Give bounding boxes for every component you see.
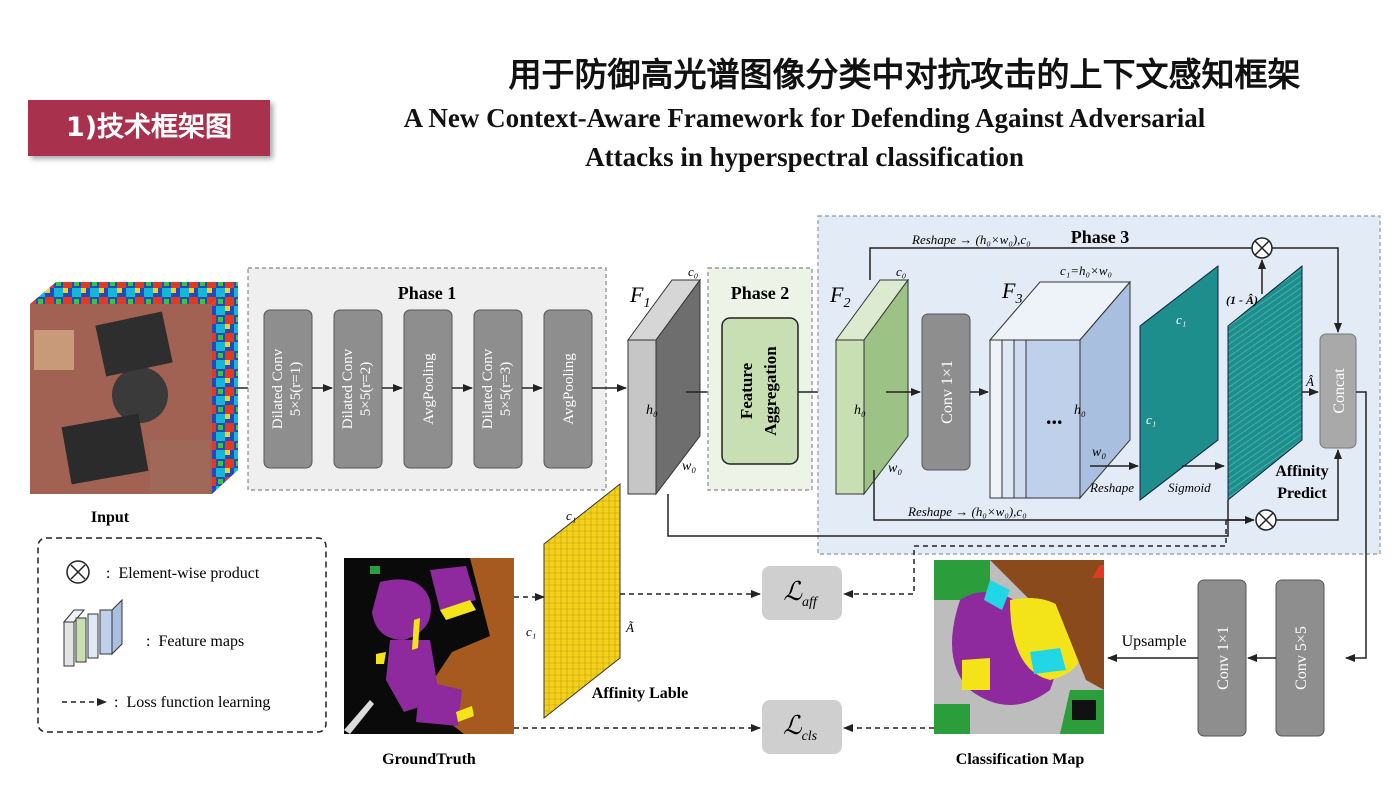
concat-label: Concat: [1331, 368, 1348, 414]
conv1x1-up-label: Conv 1×1: [1215, 626, 1232, 690]
legend-feature-maps-text: :Feature maps: [146, 633, 244, 650]
affinity-predict-line2: Predict: [1277, 485, 1327, 502]
one-minus-a-label: (1 - Â): [1226, 293, 1258, 307]
phase1-block-3-line1: AvgPooling: [421, 353, 437, 425]
legend-product-text: :Element-wise product: [106, 565, 260, 582]
affinity-label-map: [543, 482, 621, 720]
classification-map-label: Classification Map: [956, 751, 1085, 768]
classification-map: [934, 560, 1104, 734]
legend-loss-text: :Loss function learning: [114, 694, 270, 711]
loss-aff-text: ℒaff: [783, 577, 819, 610]
input-label: Input: [91, 509, 130, 526]
teal-c1-left: c₁: [1146, 412, 1156, 427]
legend-box: [37, 537, 327, 733]
feature-aggregation-line1: Feature: [737, 362, 756, 419]
loss-cls-box: ℒcls: [762, 700, 842, 754]
phase1-block-1: Dilated Conv 5×5(r=1): [263, 309, 313, 469]
affinity-label-a-tilde: Ã: [625, 620, 634, 635]
phase1-block-2: Dilated Conv 5×5(r=2): [333, 309, 383, 469]
a-hat-label: Â: [1305, 374, 1314, 389]
f3-dots: ...: [1046, 404, 1063, 429]
f3-w0: w₀: [1092, 445, 1106, 460]
title-chinese: 用于防御高光谱图像分类中对抗攻击的上下文感知框架: [508, 55, 1301, 94]
sigmoid-label: Sigmoid: [1168, 480, 1211, 495]
conv5x5-up-label: Conv 5×5: [1293, 626, 1310, 690]
phase2-title: Phase 2: [731, 283, 790, 303]
teal-c1-top: c₁: [1176, 312, 1186, 327]
feature-map-f3: [988, 280, 1132, 500]
phase1-block-1-line1: Dilated Conv: [270, 348, 286, 429]
reshape-bottom-label: Reshape → (h₀×w₀),c₀: [907, 504, 1027, 519]
groundtruth-map: [344, 558, 514, 734]
phase1-block-3: AvgPooling: [403, 309, 453, 469]
conv5x5-up-block: Conv 5×5: [1275, 579, 1325, 737]
teal-affinity-map: [1139, 264, 1219, 502]
f3-label: F3: [1001, 278, 1022, 307]
f3-h0: h₀: [1074, 403, 1086, 418]
phase1-block-2-line1: Dilated Conv: [340, 348, 356, 429]
reshape-top-label: Reshape → (h₀×w₀),c₀: [911, 232, 1031, 247]
f2-c0: c₀: [896, 264, 906, 279]
section-badge: 1)技术框架图: [28, 100, 270, 156]
loss-cls-text: ℒcls: [783, 711, 818, 744]
f1-c0: c₀: [688, 264, 698, 279]
product-node-bottom: [1255, 509, 1277, 531]
phase1-title: Phase 1: [398, 283, 457, 303]
feature-aggregation-line2: Aggregation: [761, 346, 780, 436]
title-english-line1: A New Context-Aware Framework for Defend…: [403, 103, 1206, 133]
phase1-block-4-line1: Dilated Conv: [480, 348, 496, 429]
f2-label: F2: [829, 282, 850, 311]
f2-h0: h₀: [854, 403, 866, 418]
concat-block: Concat: [1319, 333, 1357, 449]
groundtruth-label: GroundTruth: [382, 751, 476, 768]
product-node-top: [1251, 237, 1273, 259]
f1-h0: h₀: [646, 403, 658, 418]
affinity-label-c1-top: c₁: [566, 508, 576, 523]
conv1x1-up-block: Conv 1×1: [1197, 579, 1247, 737]
phase1-block-4-line2: 5×5(r=3): [498, 362, 514, 416]
input-hyperspectral-cube: [30, 282, 238, 494]
affinity-label-c1-left: c₁: [526, 624, 536, 639]
f1-w0: w₀: [682, 459, 696, 474]
feature-map-f1: [627, 278, 701, 496]
feature-aggregation-block: Feature Aggregation: [721, 317, 799, 465]
loss-aff-box: ℒaff: [762, 566, 842, 620]
reshape-label: Reshape: [1089, 480, 1134, 495]
legend-feature-maps-icon: [62, 598, 123, 667]
phase1-block-5-line1: AvgPooling: [561, 353, 577, 425]
title-english-line2: Attacks in hyperspectral classification: [585, 142, 1024, 172]
phase1-block-5: AvgPooling: [543, 309, 593, 469]
conv1x1-label: Conv 1×1: [939, 360, 956, 424]
affinity-predict-line1: Affinity: [1275, 463, 1328, 480]
affinity-label-title: Affinity Lable: [592, 685, 688, 702]
phase1-block-4: Dilated Conv 5×5(r=3): [473, 309, 523, 469]
phase3-title: Phase 3: [1071, 227, 1130, 247]
phase1-block-1-line2: 5×5(r=1): [288, 362, 304, 416]
f1-label: F1: [629, 282, 650, 311]
legend-product-icon: [66, 560, 90, 584]
f2-w0: w₀: [888, 461, 902, 476]
conv1x1-block: Conv 1×1: [921, 313, 971, 471]
affinity-predict-map: [1227, 264, 1303, 502]
f3-c1-eq: c₁=h₀×w₀: [1060, 263, 1112, 278]
upsample-label: Upsample: [1122, 633, 1187, 650]
feature-map-f2: [835, 278, 909, 496]
phase1-block-2-line2: 5×5(r=2): [358, 362, 374, 416]
